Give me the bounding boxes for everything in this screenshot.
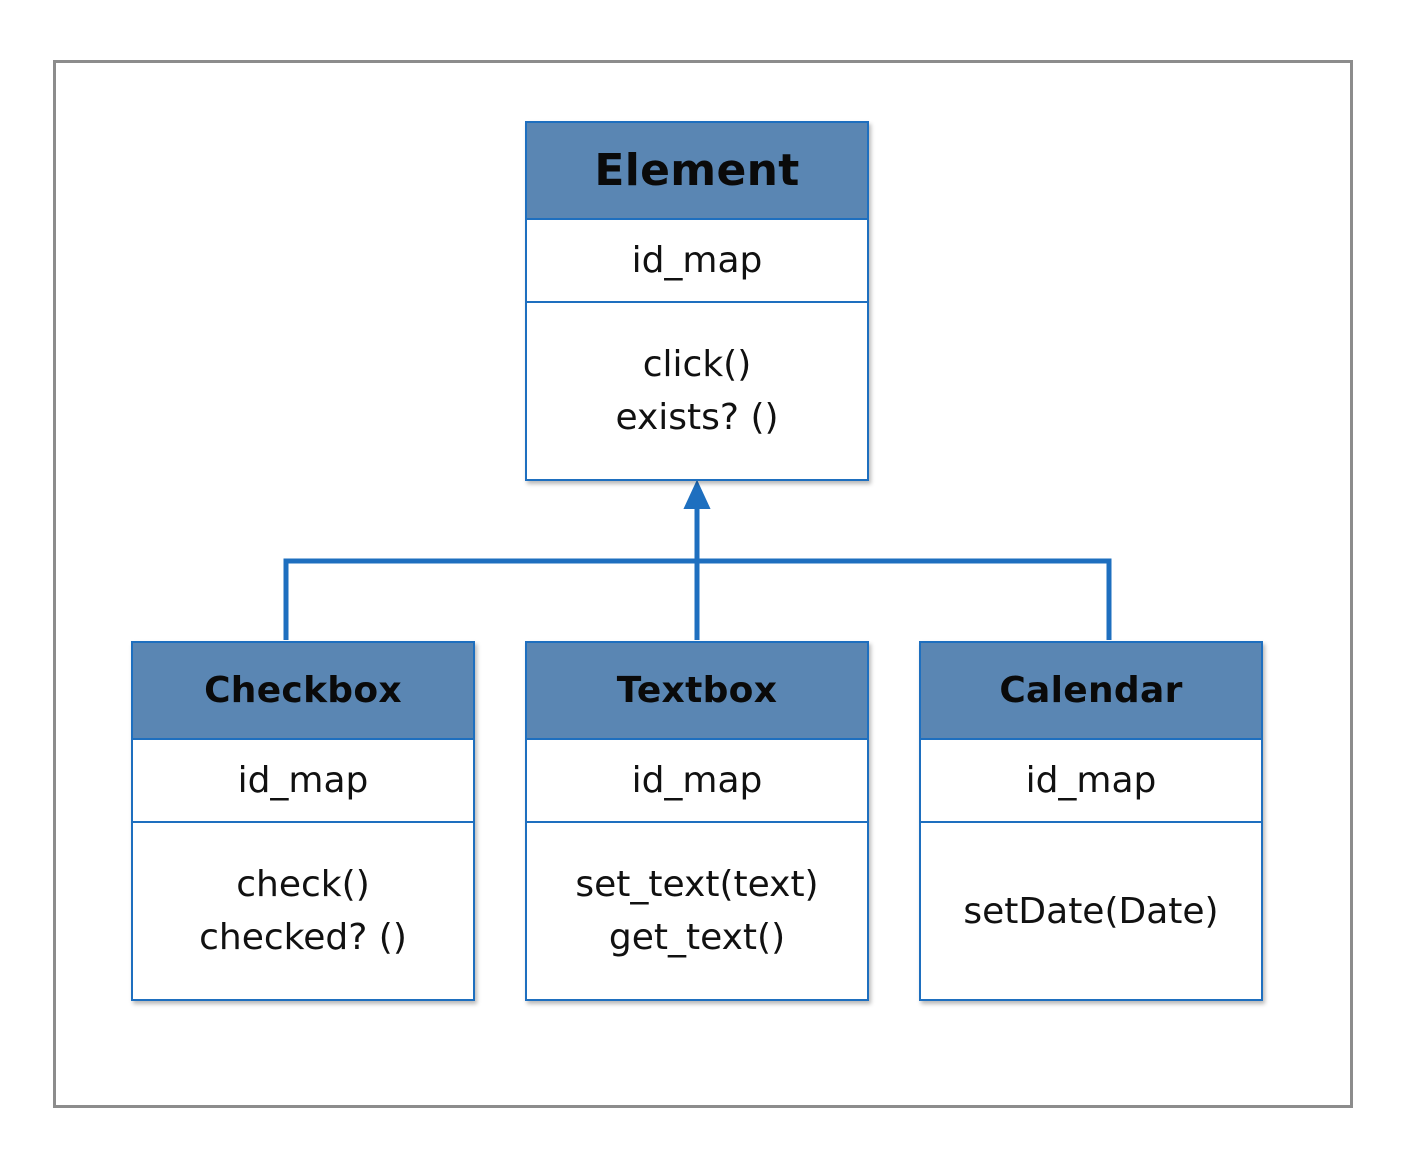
class-element-method: exists? () [615,397,779,438]
class-element-methods: click() exists? () [527,303,867,479]
inheritance-arrowhead [683,479,711,509]
class-calendar-attribute: id_map [1025,760,1157,801]
class-textbox-name: Textbox [616,670,778,711]
class-textbox-attribute: id_map [631,760,763,801]
class-calendar-attributes: id_map [921,740,1261,823]
class-calendar-methods: setDate(Date) [921,823,1261,999]
class-checkbox-methods: check() checked? () [133,823,473,999]
class-textbox[interactable]: Textbox id_map set_text(text) get_text() [525,641,869,1001]
class-textbox-header: Textbox [527,643,867,740]
class-calendar-header: Calendar [921,643,1261,740]
class-textbox-method: set_text(text) [575,864,819,905]
class-checkbox-method: checked? () [199,917,407,958]
class-textbox-attributes: id_map [527,740,867,823]
class-element-attribute: id_map [631,240,763,281]
class-calendar-name: Calendar [999,670,1183,711]
class-checkbox[interactable]: Checkbox id_map check() checked? () [131,641,475,1001]
class-element-method: click() [642,344,752,385]
class-element[interactable]: Element id_map click() exists? () [525,121,869,481]
class-calendar-method: setDate(Date) [963,890,1219,932]
class-element-name: Element [594,145,800,196]
class-checkbox-method: check() [236,864,370,905]
class-checkbox-attributes: id_map [133,740,473,823]
class-element-header: Element [527,123,867,220]
class-element-attributes: id_map [527,220,867,303]
class-textbox-methods: set_text(text) get_text() [527,823,867,999]
class-checkbox-header: Checkbox [133,643,473,740]
class-checkbox-name: Checkbox [204,670,402,711]
class-textbox-method: get_text() [608,917,786,958]
class-checkbox-attribute: id_map [237,760,369,801]
class-calendar[interactable]: Calendar id_map setDate(Date) [919,641,1263,1001]
